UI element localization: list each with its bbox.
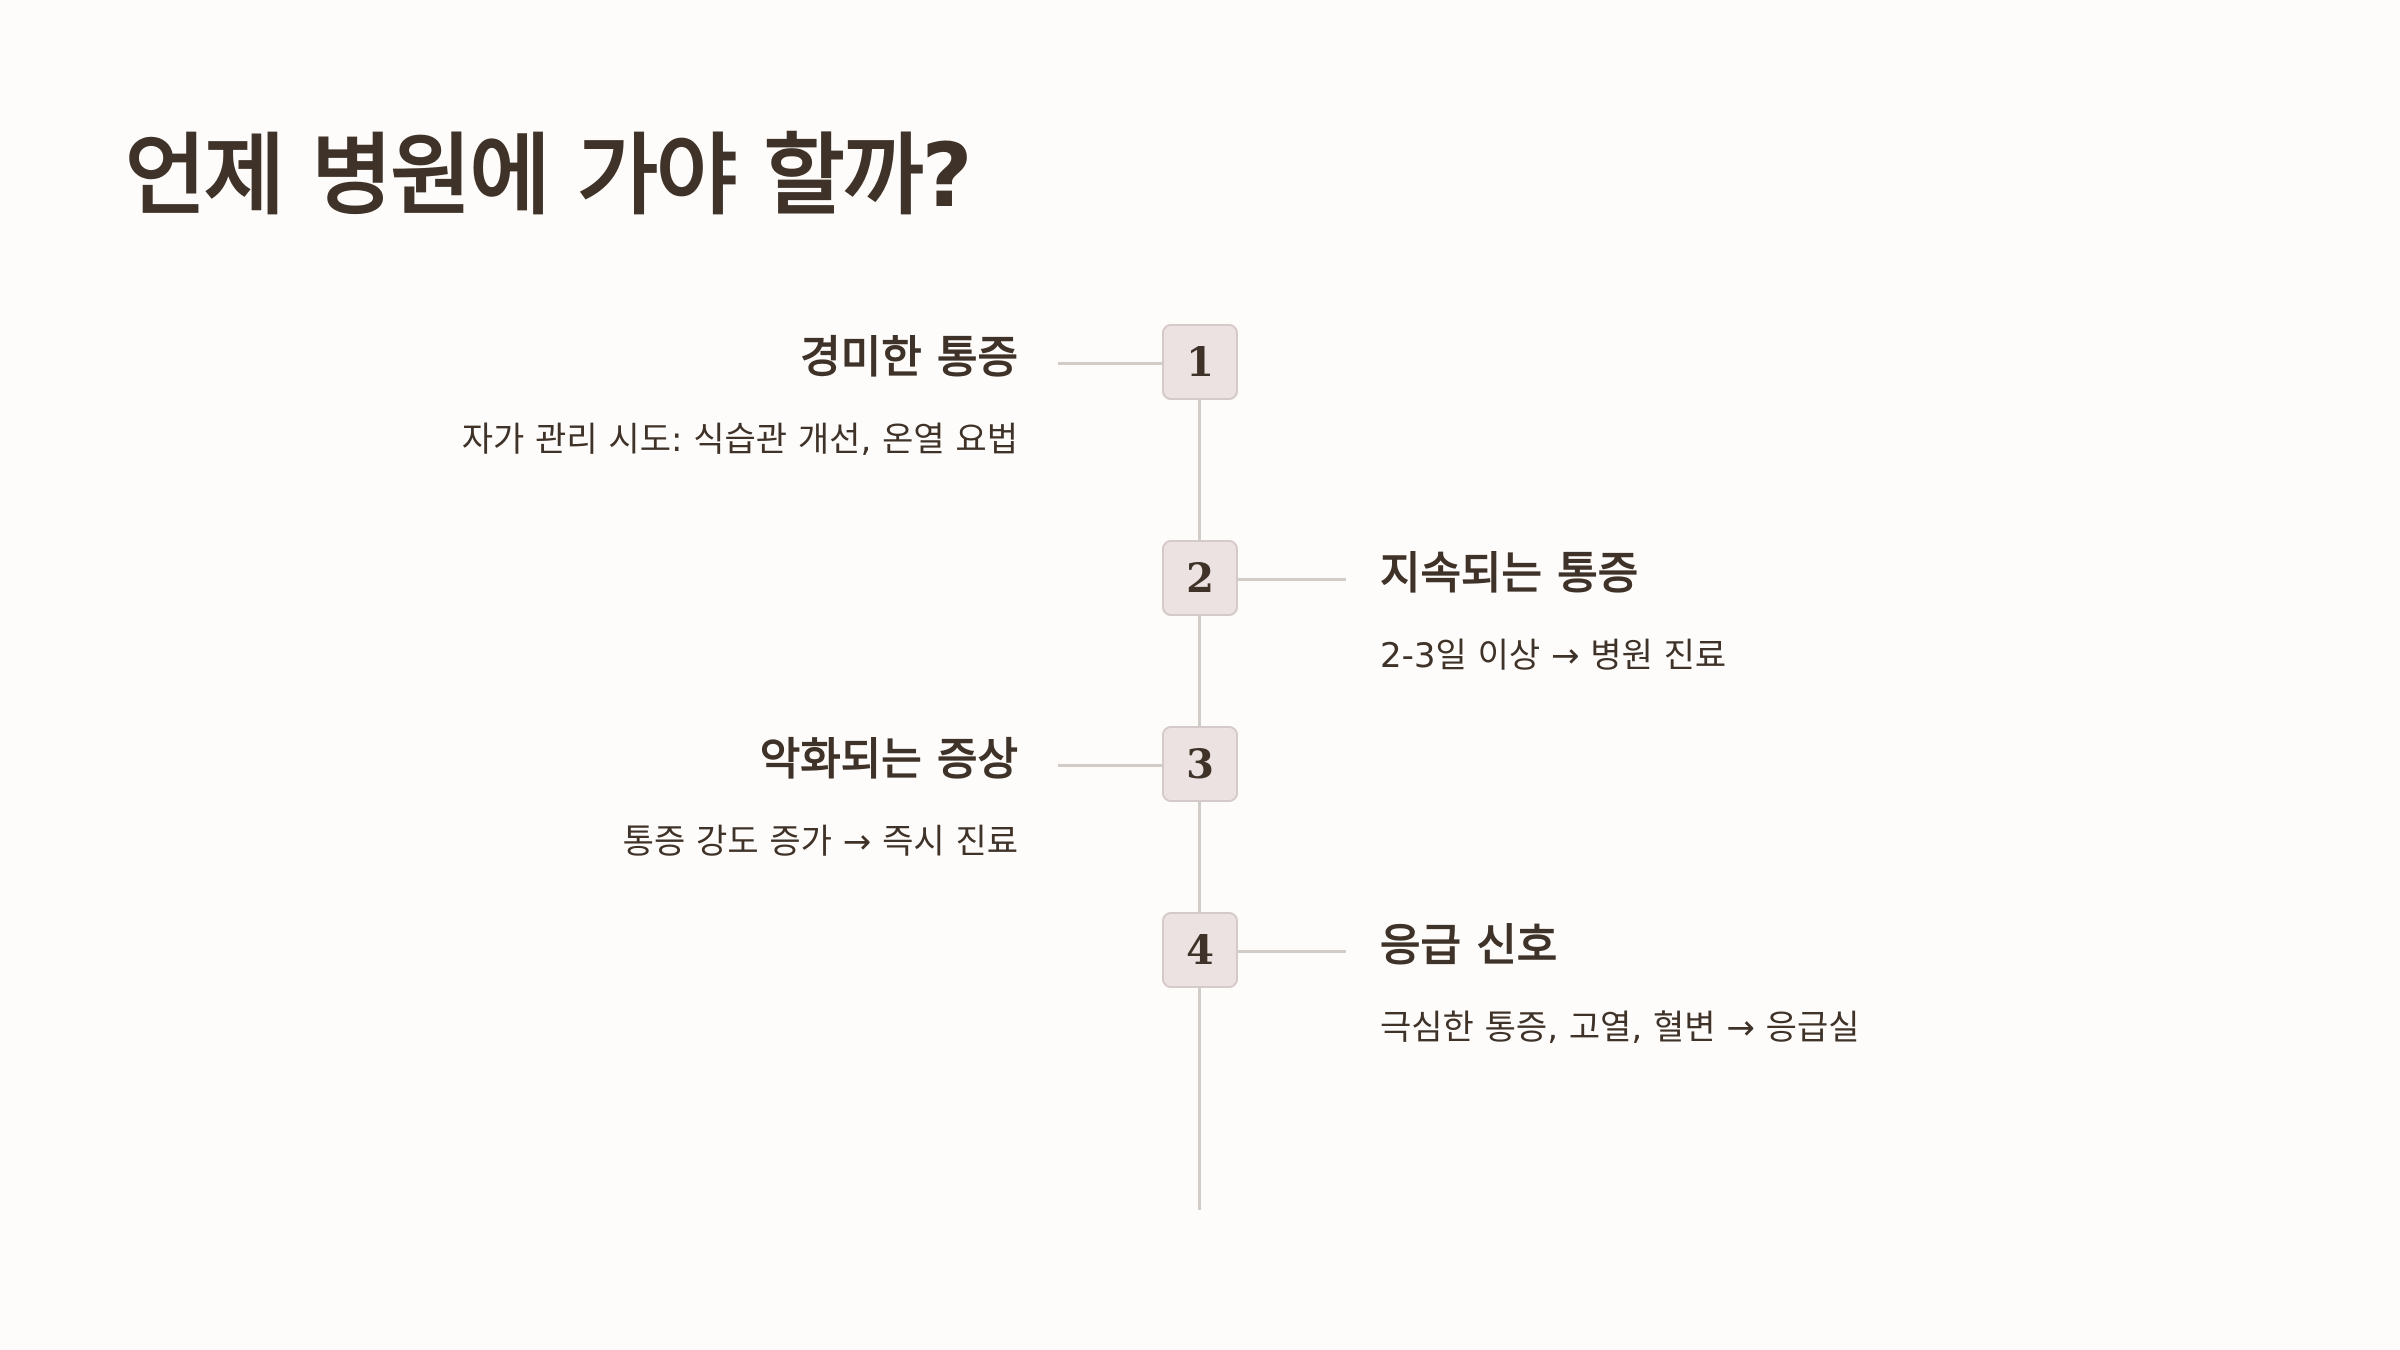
step-description-4: 극심한 통증, 고열, 혈변 → 응급실 <box>1380 1008 1860 1048</box>
step-title-1: 경미한 통증 <box>800 332 1018 383</box>
step-title-3: 악화되는 증상 <box>759 734 1018 785</box>
step-badge-4: 4 <box>1162 912 1238 988</box>
step-description-3: 통증 강도 증가 → 즉시 진료 <box>622 822 1018 862</box>
page-title: 언제 병원에 가야 할까? <box>125 124 973 227</box>
connector-step-4 <box>1236 950 1346 953</box>
step-badge-2: 2 <box>1162 540 1238 616</box>
step-description-2: 2-3일 이상 → 병원 진료 <box>1380 636 1727 676</box>
step-badge-1: 1 <box>1162 324 1238 400</box>
step-description-1: 자가 관리 시도: 식습관 개선, 온열 요법 <box>461 420 1018 460</box>
step-title-2: 지속되는 통증 <box>1380 548 1639 599</box>
connector-step-3 <box>1058 764 1164 767</box>
connector-step-1 <box>1058 362 1164 365</box>
step-badge-3: 3 <box>1162 726 1238 802</box>
connector-step-2 <box>1236 578 1346 581</box>
step-title-4: 응급 신호 <box>1380 920 1558 971</box>
